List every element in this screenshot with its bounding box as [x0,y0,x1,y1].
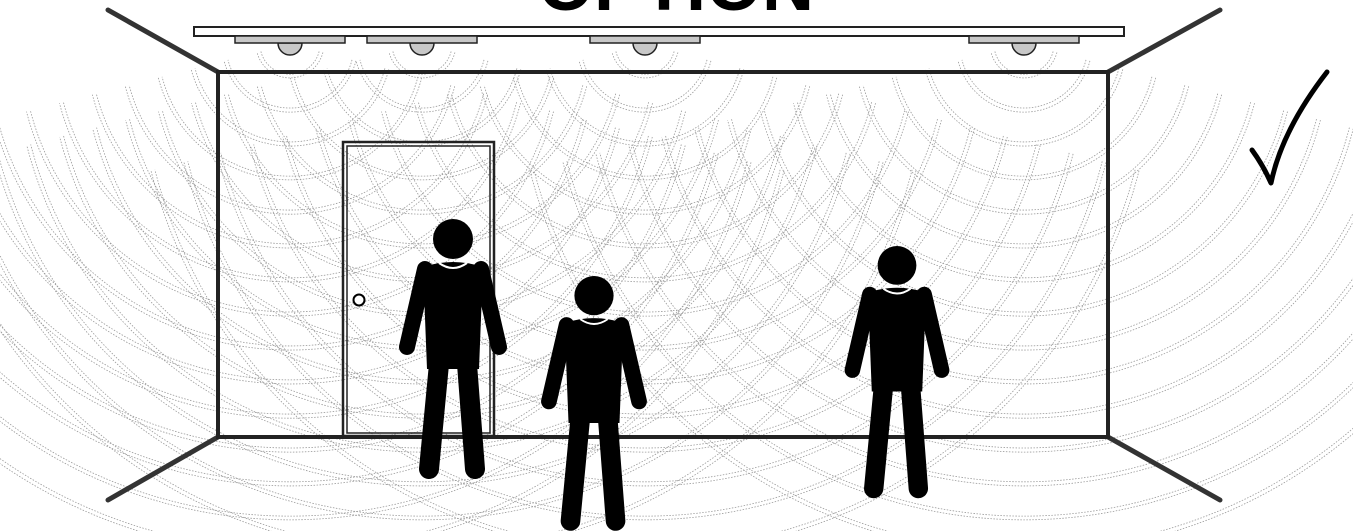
perspective-line-bottom-left [108,437,218,500]
ceiling-speaker-icon [367,36,477,55]
perspective-line-top-right [1108,10,1220,72]
door-knob [354,295,365,306]
sound-wave-arc [929,68,1119,142]
sound-wave-arc [92,95,487,248]
sound-wave-arc [0,162,751,519]
sound-wave-arc [151,171,1139,531]
sound-wave-arc [228,60,352,108]
sound-wave-arc [732,119,1317,346]
sound-wave-arc [830,94,1217,244]
sound-wave-arc [962,60,1086,108]
sound-wave-arc [290,78,553,180]
ceiling-speaker-icon [969,36,1079,55]
sound-wave-arc [0,171,784,531]
sound-wave-arc [451,94,838,244]
sound-wave-arc [728,120,1321,350]
person-silhouette-icon [407,219,499,469]
person-silhouette-icon [549,276,639,521]
sound-wave-arc [0,170,780,531]
sound-wave-arc [418,102,871,278]
sound-wave-arc [195,68,385,142]
sound-wave-arc [188,161,1102,516]
sound-wave-arc [797,102,1250,278]
sound-wave-arc [583,60,707,108]
sound-wave-arc [261,85,583,210]
sound-wave-arc [228,94,615,244]
sound-wave-arc [125,86,454,214]
sound-wave-arc [0,128,615,380]
sound-wave-arc [513,78,776,180]
sound-wave-arc [699,128,1350,380]
sound-wave-arc [666,136,1353,414]
sound-wave-arc [155,170,1135,531]
checkmark-icon [1252,72,1327,183]
sound-wave-arc [195,102,648,278]
sound-wave-arc [892,78,1155,180]
ceiling-speaker-icon [235,36,345,55]
sound-wave-arc [633,145,1353,448]
diagram-title: OPTION [538,0,814,26]
perspective-line-top-left [108,10,218,72]
sound-wave-arc [356,61,488,112]
sound-wave-arc [184,162,1106,519]
sound-wave-arc [794,103,1255,282]
ceiling-rail [194,27,1124,36]
sound-wave-arc [96,94,483,244]
ceiling-speaker-icon [590,36,700,55]
sound-wave-arc [958,61,1090,112]
speakers [235,36,1079,55]
sound-wave-arc [863,85,1185,210]
sound-wave-arc [224,61,356,112]
sound-wave-arc [158,78,421,180]
perspective-lines [108,10,1220,500]
sound-wave-arc [579,61,711,112]
sound-wave-arc [896,77,1152,176]
sound-wave-arc [360,60,484,108]
perspective-line-bottom-right [1108,437,1220,500]
sound-wave-arc [97,128,748,380]
sound-wave-arc [162,77,418,176]
sound-wave-arc [629,146,1353,453]
sound-wave-arc [447,95,842,248]
people [407,219,942,521]
sound-wave-arc [764,111,1283,312]
